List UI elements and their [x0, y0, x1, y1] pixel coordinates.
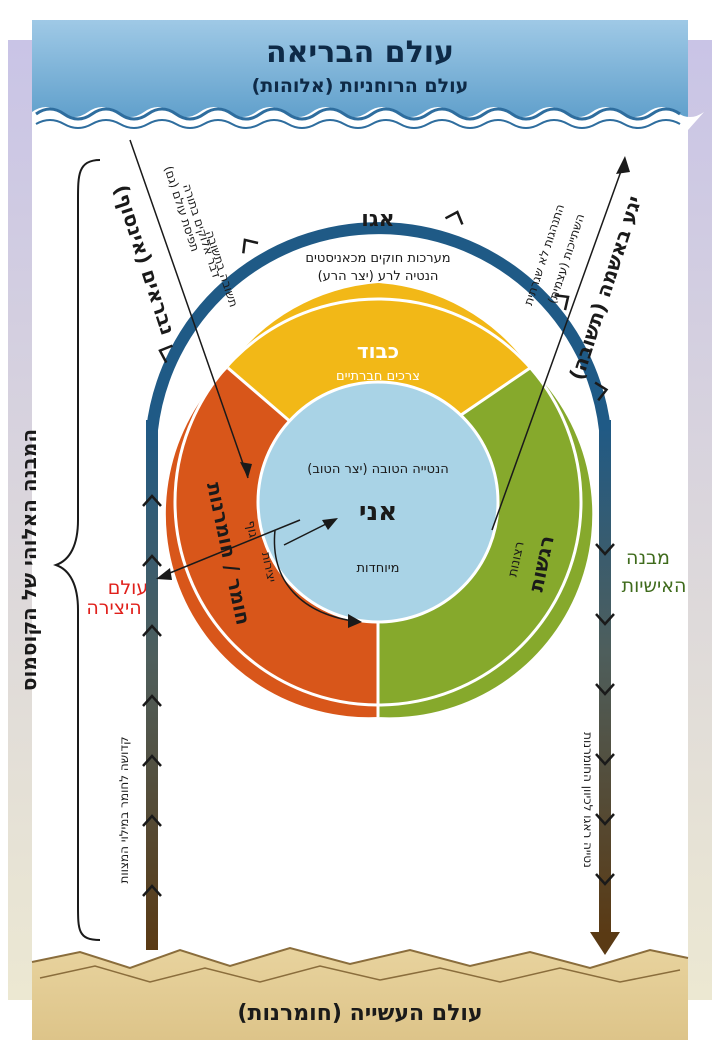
honor-subtitle: צרכים חברתיים: [336, 369, 420, 384]
flow-arrow-icon: [158, 344, 173, 364]
core-bottom: מיוחדות: [357, 561, 400, 576]
bottom-band-title: (חומרנות) עולם העשייה: [237, 1001, 482, 1026]
flow-arrow-icon: [142, 494, 162, 507]
flow-arrow-icon: [554, 294, 570, 311]
flow-arrow-icon: [142, 554, 162, 567]
flow-arrow-icon: [595, 683, 615, 696]
outer-ring-arc: [146, 222, 611, 431]
right-bar-arrowhead: [590, 932, 620, 955]
wave-line: [35, 107, 681, 121]
core-top: הנטייה הטובה (יצר הטוב): [307, 462, 448, 477]
core-circle: [256, 380, 500, 624]
left-diagonal-line: [129, 139, 249, 479]
flow-arrow-icon: [595, 873, 615, 886]
right-vertical-text: נטייה ראגו לכיוון החומרנות: [581, 732, 595, 868]
emotions-subtitle: רצונות: [506, 540, 528, 578]
flow-arrow-icon: [595, 613, 615, 626]
flow-arrow-icon: [594, 381, 609, 402]
flow-arrow-icon: [142, 754, 162, 767]
flow-arrow-icon: [142, 694, 162, 707]
right-vertical-bar: [599, 420, 611, 935]
left-vertical-label: המבנה האלוהי של הקוסמוס: [17, 429, 41, 691]
segment-emotions: [378, 368, 593, 718]
flow-arrow-icon: [142, 884, 162, 897]
body-subtitle: גוף: [242, 519, 260, 539]
right-side-panel: [688, 40, 712, 1000]
core-title: אני: [359, 497, 397, 527]
left-side-panel: [8, 40, 32, 1000]
inner-curve: [273, 529, 361, 623]
flow-arrow-icon: [595, 753, 615, 766]
ego-line1: מערכות חוקים מכאניסטים: [305, 251, 450, 266]
flow-arrow-icon: [444, 210, 464, 225]
segment-honor-right: [378, 283, 530, 415]
personality-label-line1: מבנה: [626, 547, 670, 569]
personality-label-line2: האישיות: [622, 575, 687, 597]
flow-arrow-icon: [595, 813, 615, 826]
flow-arrow-icon: [242, 238, 259, 254]
flow-arrow-icon: [142, 814, 162, 827]
left-brace: [53, 159, 101, 941]
top-band-subtitle: (אלוהות) עולם הרוחניות: [252, 75, 469, 97]
wheel: [165, 283, 593, 718]
flow-arrow-icon: [595, 543, 615, 556]
ego-title: אגו: [361, 207, 394, 232]
creation-label-line2: היצירה: [86, 597, 141, 619]
top-band: [32, 20, 688, 120]
body-small-text: יצירות: [259, 551, 279, 584]
left-vertical-text: קדושה לחומר במילוי המצוות: [117, 736, 131, 883]
honor-title: כבוד: [357, 339, 399, 363]
flow-arrow-icon: [142, 624, 162, 637]
ego-line2: הנטיה לרע (יצר הרע): [318, 269, 439, 284]
top-band-title: עולם הבריאה: [266, 35, 454, 70]
creation-label-line1: עולם: [108, 577, 148, 599]
right-diagonal-line: [491, 159, 626, 531]
